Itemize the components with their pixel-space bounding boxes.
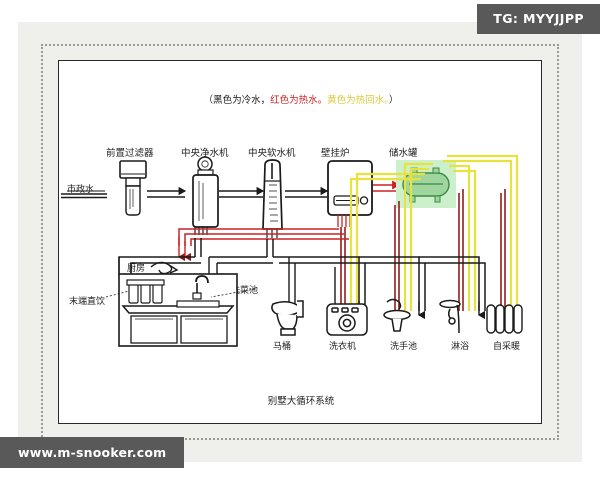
pipe-prefilter-to-purifier — [147, 186, 187, 198]
fixture-icon-washing-machine — [326, 303, 368, 336]
hot-return-yellow-network — [349, 154, 519, 311]
plumbing-schematic — [61, 154, 523, 347]
fixture-icon-shower — [439, 299, 461, 334]
fixture-label-radiator: 自采暖 — [493, 342, 521, 352]
legend: （黑色为冷水，红色为热水。黄色为热回水。） — [59, 92, 541, 106]
kitchen-sink-label: 洗菜池 — [231, 286, 259, 296]
legend-close-paren: ） — [388, 95, 399, 106]
hot-water-red-main — [178, 228, 349, 246]
municipal-water-label: 市政水 — [67, 185, 95, 195]
kitchen-block — [118, 273, 238, 347]
pipe-softener-to-boiler — [285, 186, 329, 198]
device-label-storage-tank: 储水罐 — [389, 148, 418, 159]
legend-open-paren: （ — [203, 95, 214, 106]
hot-water-red-risers — [340, 189, 506, 311]
device-label-wall-boiler: 壁挂炉 — [321, 148, 350, 159]
hot-water-red-main-arrows — [177, 237, 192, 262]
pipe-boiler-to-tank — [373, 180, 401, 192]
device-label-central-purifier: 中央净水机 — [181, 148, 229, 159]
legend-return-text: 黄色为热回水。 — [327, 95, 389, 106]
diagram-canvas: （黑色为冷水，红色为热水。黄色为热回水。） 前置过滤器 中央净水机 中央软水机 … — [58, 60, 542, 424]
device-central-purifier — [192, 156, 219, 235]
fixture-label-washing-machine: 洗衣机 — [329, 342, 357, 352]
kitchen-room-label: 厨房 — [127, 264, 146, 274]
diagram-caption: 别墅大循环系统 — [267, 396, 335, 407]
device-central-softener — [262, 159, 283, 238]
device-label-pre-filter: 前置过滤器 — [106, 148, 154, 159]
fixture-label-toilet: 马桶 — [273, 342, 292, 352]
device-pre-filter — [119, 160, 147, 216]
cold-water-black-network — [118, 238, 486, 311]
fixture-label-shower: 淋浴 — [451, 342, 470, 352]
kitchen-leader-lines — [105, 288, 256, 298]
decorative-dashed-frame — [41, 44, 559, 440]
telegram-watermark-badge: TG: MYYJJPP — [477, 4, 600, 34]
legend-hot-text: 红色为热水。 — [270, 95, 328, 106]
fixture-icon-toilet — [271, 300, 304, 336]
legend-cold-text: 黑色为冷水， — [213, 95, 271, 106]
fixture-icon-washbasin — [383, 298, 411, 332]
website-watermark-badge: www.m-snooker.com — [0, 437, 185, 468]
fixture-icon-radiator — [486, 304, 523, 334]
kitchen-drinking-label: 末端直饮 — [69, 297, 106, 307]
device-label-central-softener: 中央软水机 — [248, 148, 296, 159]
municipal-inlet-line — [61, 190, 107, 199]
kitchen-pointer-icon — [150, 261, 179, 275]
pipe-purifier-to-softener — [219, 186, 265, 198]
fixture-label-washbasin: 洗手池 — [390, 342, 418, 352]
